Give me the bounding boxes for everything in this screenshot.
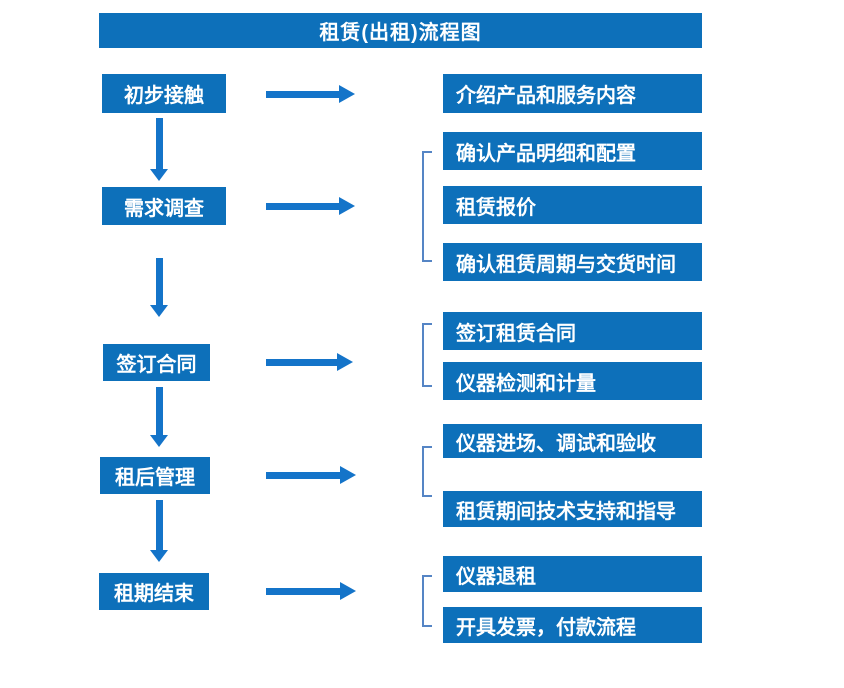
detail-introduce-products-services: 介绍产品和服务内容 — [443, 74, 702, 113]
right-arrow-icon — [266, 197, 355, 215]
step-contract-signing: 签订合同 — [103, 344, 210, 381]
step-lease-end: 租期结束 — [99, 573, 209, 610]
right-arrow-icon — [266, 353, 353, 371]
group-bracket-icon — [422, 151, 432, 262]
detail-instrument-return: 仪器退租 — [443, 556, 702, 592]
right-arrow-icon — [266, 466, 356, 484]
detail-instrument-testing-metering: 仪器检测和计量 — [443, 362, 702, 400]
detail-rental-quotation: 租赁报价 — [443, 186, 702, 224]
detail-label: 租赁报价 — [456, 196, 536, 219]
down-arrow-icon — [150, 258, 168, 317]
detail-label: 仪器退租 — [456, 565, 536, 588]
detail-sign-rental-contract: 签订租赁合同 — [443, 312, 702, 350]
down-arrow-icon — [150, 118, 168, 181]
step-label: 租期结束 — [114, 583, 194, 605]
step-label: 初步接触 — [124, 85, 204, 107]
detail-label: 签订租赁合同 — [456, 322, 576, 345]
detail-confirm-product-config: 确认产品明细和配置 — [443, 132, 702, 170]
right-arrow-icon — [266, 582, 356, 600]
detail-invoice-payment: 开具发票，付款流程 — [443, 607, 702, 643]
detail-label: 确认租赁周期与交货时间 — [456, 253, 676, 276]
right-arrow-icon — [266, 85, 355, 103]
detail-label: 仪器检测和计量 — [456, 372, 596, 395]
detail-label: 开具发票，付款流程 — [456, 616, 636, 639]
group-bracket-icon — [422, 446, 432, 497]
group-bracket-icon — [422, 323, 432, 387]
detail-label: 介绍产品和服务内容 — [456, 85, 636, 107]
down-arrow-icon — [150, 500, 168, 562]
step-post-rental-management: 租后管理 — [100, 457, 210, 494]
detail-technical-support: 租赁期间技术支持和指导 — [443, 491, 702, 527]
detail-label: 确认产品明细和配置 — [456, 142, 636, 165]
step-initial-contact: 初步接触 — [102, 74, 226, 113]
flowchart-title-text: 租赁(出租)流程图 — [319, 22, 482, 44]
detail-confirm-period-delivery: 确认租赁周期与交货时间 — [443, 243, 702, 281]
step-demand-survey: 需求调查 — [102, 187, 226, 225]
detail-label: 租赁期间技术支持和指导 — [456, 500, 676, 523]
detail-label: 仪器进场、调试和验收 — [456, 432, 656, 455]
step-label: 签订合同 — [116, 354, 197, 376]
group-bracket-icon — [422, 575, 432, 627]
detail-instrument-setup-acceptance: 仪器进场、调试和验收 — [443, 424, 702, 458]
flowchart-title: 租赁(出租)流程图 — [99, 13, 702, 48]
down-arrow-icon — [150, 387, 168, 447]
step-label: 租后管理 — [115, 467, 195, 489]
step-label: 需求调查 — [124, 197, 204, 220]
